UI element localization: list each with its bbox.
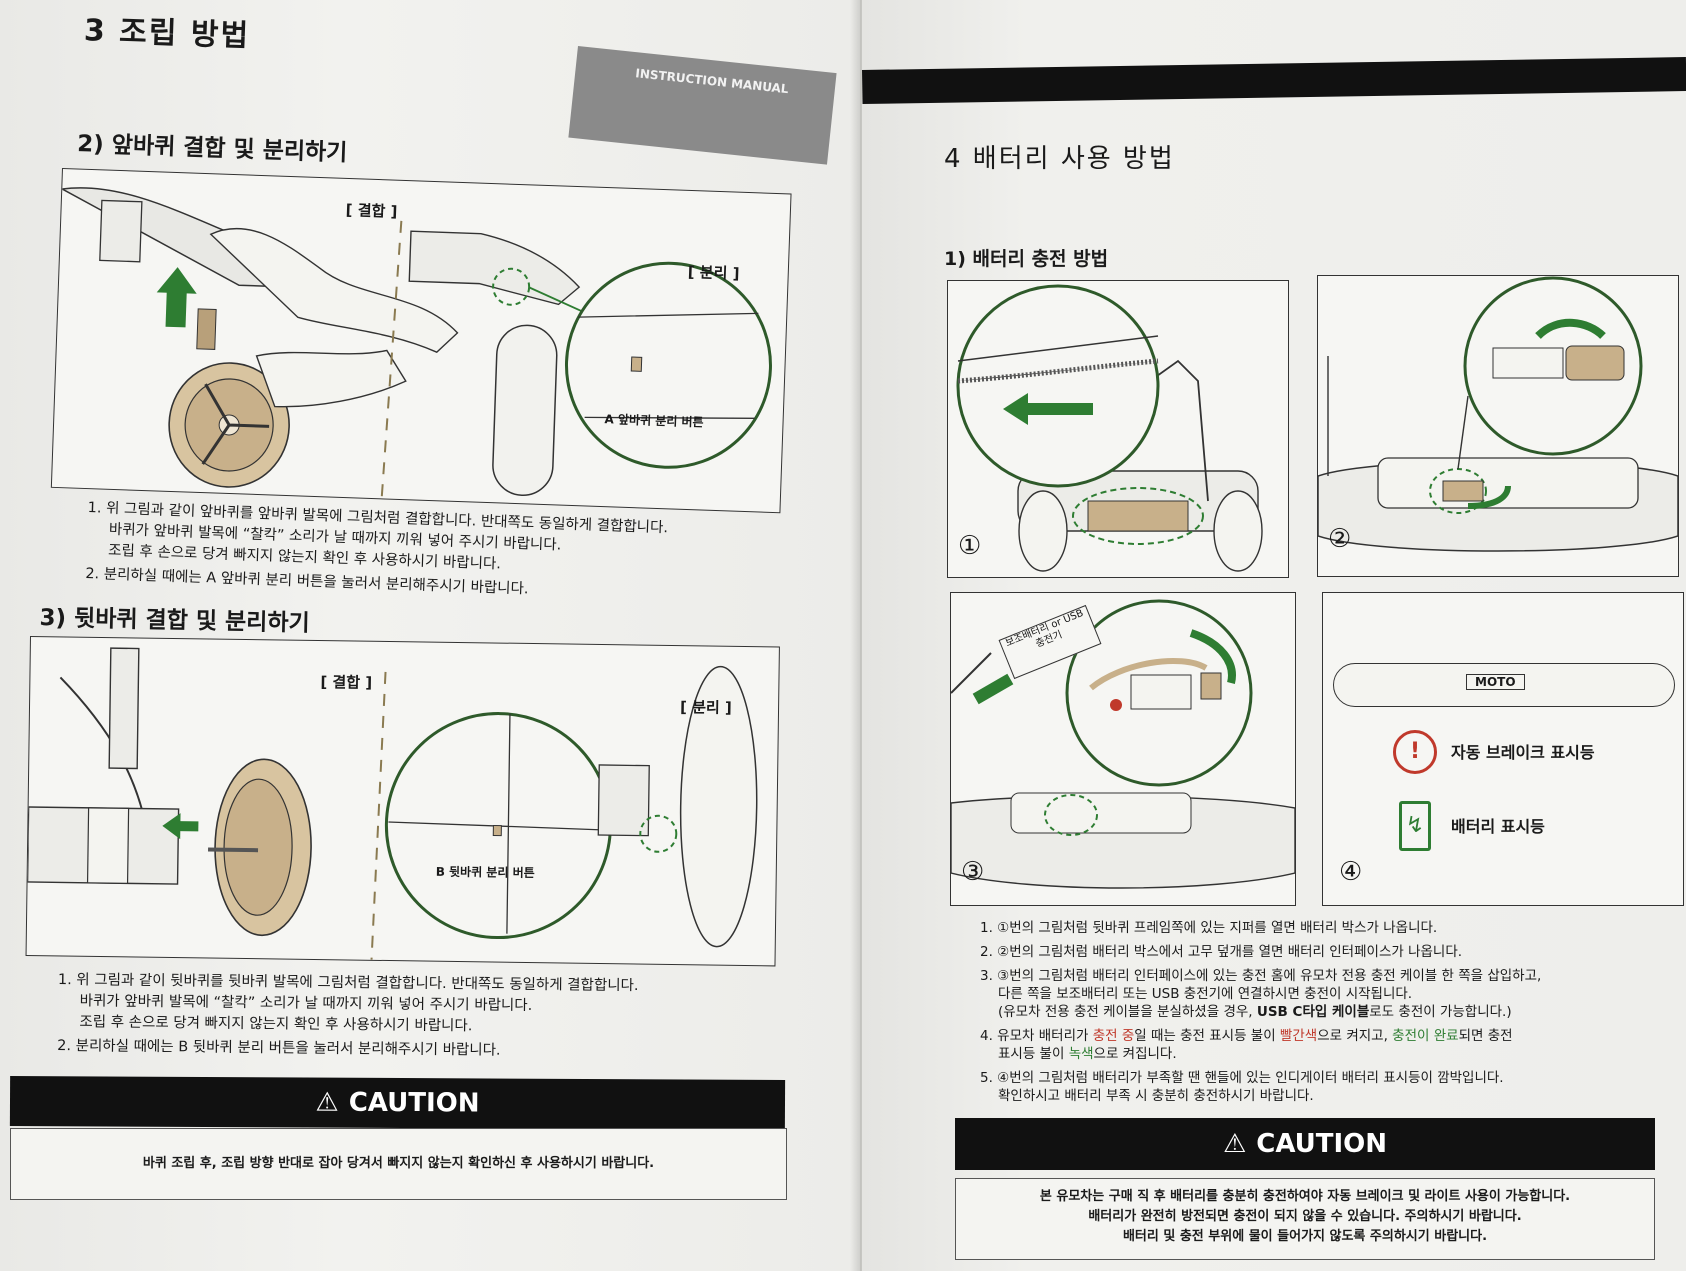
right-caution-line-1: 본 유모차는 구매 직 후 배터리를 충분히 충전하여야 자동 브레이크 및 라… — [1039, 1189, 1571, 1204]
rear-wheel-figure: [ 결합 ] [ 분리 ] B 뒷바퀴 분리 버튼 — [25, 636, 780, 967]
right-caution-line-3: 배터리 및 충전 부위에 물이 들어가지 않도록 주의하시기 바랍니다. — [1122, 1229, 1488, 1244]
step-4-line-1: 4. 유모차 배터리가 충전 중일 때는 충전 표시등 불이 빨간색으로 켜지고… — [980, 1026, 1513, 1047]
top-rule — [862, 57, 1686, 104]
left-caution-title: CAUTION — [348, 1087, 480, 1119]
step-3-note-post: 로도 충전이 가능합니다.) — [1369, 1004, 1512, 1020]
battery-section-title: 4 배터리 사용 방법 — [944, 144, 1175, 174]
moto-indicator-label: MOTO — [1466, 674, 1525, 690]
handlebar: MOTO — [1333, 663, 1675, 707]
step-3-line-3: (유모차 전용 충전 케이블을 분실하셨을 경우, USB C타입 케이블로도 … — [998, 1002, 1512, 1023]
step-3-note-bold: USB C타입 케이블 — [1256, 1004, 1370, 1020]
right-caution-line-2: 배터리가 완전히 방전되면 충전이 되지 않을 수 있습니다. 주의하시기 바랍… — [1088, 1209, 1522, 1224]
battery-box-illustration — [1318, 276, 1678, 552]
step-3-note-pre: (유모차 전용 충전 케이블을 분실하셨을 경우, — [998, 1004, 1257, 1020]
figure-4: MOTO ! 자동 브레이크 표시등 ↯ 배터리 표시등 ④ — [1322, 592, 1684, 906]
rear-join-tag: [ 결합 ] — [320, 673, 373, 692]
charging-heading: 1) 배터리 충전 방법 — [944, 248, 1109, 270]
left-caution-text: 바퀴 조립 후, 조립 방향 반대로 잡아 당겨서 빠지지 않는지 확인하신 후… — [142, 1156, 655, 1171]
rear-wheel-heading: 3) 뒷바퀴 결합 및 분리하기 — [39, 604, 310, 637]
rear-line-3: 조립 후 손으로 당겨 빠지지 않는지 확인 후 사용하시기 바랍니다. — [79, 1014, 473, 1035]
front-join-tag: [ 결합 ] — [345, 200, 398, 221]
step-4-f: 으로 켜집니다. — [1093, 1046, 1177, 1062]
right-caution-title: CAUTION — [1256, 1129, 1388, 1159]
rear-line-4: 2. 분리하실 때에는 B 뒷바퀴 분리 버튼을 눌러서 분리해주시기 바랍니다… — [57, 1037, 501, 1059]
step-5-line-1: 5. ④번의 그림처럼 배터리가 부족할 땐 핸들에 있는 인디게이터 배터리 … — [980, 1070, 1504, 1086]
front-detach-tag: [ 분리 ] — [687, 262, 740, 283]
step-4-c: 으로 켜지고, — [1317, 1028, 1393, 1044]
figure-2: ② — [1317, 275, 1679, 577]
banner-text: INSTRUCTION MANUAL — [634, 66, 790, 97]
right-page: 4 배터리 사용 방법 1) 배터리 충전 방법 ① — [862, 0, 1686, 1271]
step-4-green: 녹색 — [1068, 1046, 1094, 1062]
section-title: 3 조립 방법 — [83, 13, 251, 54]
step-1: 1. ①번의 그림처럼 뒷바퀴 프레임쪽에 있는 지퍼를 열면 배터리 박스가 … — [980, 920, 1438, 936]
left-page: 3 조립 방법 INSTRUCTION MANUAL 2) 앞바퀴 결합 및 분… — [0, 0, 860, 1271]
step-4-e: 표시등 불이 — [998, 1046, 1069, 1062]
step-4-red: 빨간색 — [1279, 1028, 1318, 1044]
step-4-a: 4. 유모차 배터리가 — [980, 1028, 1093, 1044]
figure-2-number: ② — [1328, 524, 1352, 554]
figure-4-number: ④ — [1339, 857, 1363, 887]
step-4-complete: 충전이 완료 — [1392, 1028, 1459, 1044]
right-caution-header: ⚠ CAUTION — [955, 1118, 1655, 1170]
warning-icon: ⚠ — [315, 1087, 339, 1118]
banner-bar: INSTRUCTION MANUAL — [568, 46, 837, 165]
right-caution-body: 본 유모차는 구매 직 후 배터리를 충분히 충전하여야 자동 브레이크 및 라… — [955, 1178, 1655, 1260]
front-release-button-label: A 앞바퀴 분리 버튼 — [604, 412, 704, 430]
step-3-line-1: 3. ③번의 그림처럼 배터리 인터페이스에 있는 충전 홈에 유모차 전용 충… — [980, 968, 1542, 984]
figure-1-number: ① — [958, 531, 982, 561]
rear-wheel-illustration — [26, 647, 758, 960]
front-wheel-figure: [ 결합 ] [ 분리 ] A 앞바퀴 분리 버튼 — [50, 168, 792, 514]
front-wheel-illustration — [59, 187, 772, 499]
step-4-d: 되면 충전 — [1458, 1028, 1513, 1044]
figure-3-number: ③ — [961, 857, 985, 887]
step-3-line-2: 다른 쪽을 보조배터리 또는 USB 충전기에 연결하시면 충전이 시작됩니다. — [998, 986, 1413, 1002]
left-caution-body: 바퀴 조립 후, 조립 방향 반대로 잡아 당겨서 빠지지 않는지 확인하신 후… — [10, 1128, 787, 1200]
brake-indicator-label: 자동 브레이크 표시등 — [1451, 743, 1595, 762]
brake-indicator-icon: ! — [1393, 730, 1437, 774]
battery-indicator-icon: ↯ — [1399, 801, 1431, 851]
rear-release-button-label: B 뒷바퀴 분리 버튼 — [435, 864, 535, 881]
front-wheel-heading: 2) 앞바퀴 결합 및 분리하기 — [76, 130, 348, 167]
step-2: 2. ②번의 그림처럼 배터리 박스에서 고무 덮개를 열면 배터리 인터페이스… — [980, 944, 1463, 960]
step-4-charging: 충전 중 — [1092, 1028, 1135, 1044]
zipper-illustration — [956, 284, 1263, 572]
warning-icon: ⚠ — [1222, 1129, 1247, 1159]
step-5-line-2: 확인하시고 배터리 부족 시 충분히 충전하시기 바랍니다. — [998, 1088, 1314, 1104]
charging-cable-illustration — [951, 599, 1295, 889]
step-4-b: 일 때는 충전 표시등 불이 — [1134, 1028, 1280, 1044]
left-caution-header: ⚠ CAUTION — [9, 1075, 786, 1131]
battery-indicator-label: 배터리 표시등 — [1451, 817, 1545, 836]
figure-1: ① — [947, 280, 1289, 578]
figure-3: 보조배터리 or USB 충전기 ③ — [950, 592, 1296, 906]
rear-detach-tag: [ 분리 ] — [679, 698, 732, 717]
step-4-line-2: 표시등 불이 녹색으로 켜집니다. — [998, 1044, 1177, 1065]
